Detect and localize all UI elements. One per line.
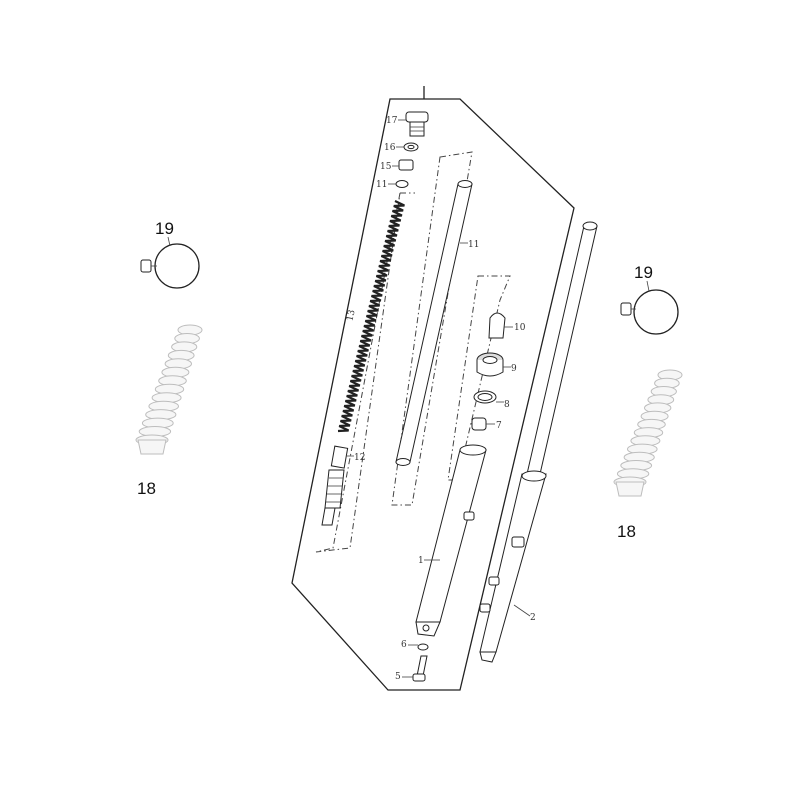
label-1: 1 <box>418 556 424 566</box>
label-19-right: 19 <box>634 263 653 282</box>
washer-16 <box>403 142 419 152</box>
outer-tube-left-1 <box>415 444 487 637</box>
inner-tube-11 <box>395 180 473 466</box>
oil-seal-9 <box>476 352 504 377</box>
drain-bolt-5 <box>412 655 428 682</box>
fork-spring-13 <box>337 200 405 433</box>
washer-6 <box>417 643 429 651</box>
damper-rod-12 <box>321 445 349 526</box>
label-11-ring: 11 <box>376 180 387 190</box>
label-15: 15 <box>380 162 392 172</box>
label-6: 6 <box>401 640 407 650</box>
hose-clamp-right-19 <box>620 289 679 335</box>
spring-group-dashed-box <box>315 192 415 553</box>
label-18-left: 18 <box>137 479 156 498</box>
label-18-right: 18 <box>617 522 636 541</box>
bushing-7 <box>471 417 487 431</box>
top-bolt-17 <box>405 111 429 137</box>
label-7: 7 <box>496 421 502 431</box>
nut-15 <box>398 159 414 171</box>
hose-clamp-left-19 <box>140 243 200 289</box>
label-16: 16 <box>384 143 396 153</box>
label-5: 5 <box>395 672 401 682</box>
label-19-left: 19 <box>155 219 174 238</box>
cap-10 <box>488 312 506 339</box>
label-11-tube: 11 <box>468 240 479 250</box>
label-8: 8 <box>504 400 510 410</box>
label-10: 10 <box>514 323 526 333</box>
dust-boot-right-18 <box>613 369 683 497</box>
label-12: 12 <box>354 453 365 463</box>
assembly-boundary-outline <box>291 86 575 691</box>
fork-leg-right-2 <box>479 221 598 663</box>
inner-tube-dashed-box <box>391 151 473 506</box>
clip-ring-8 <box>473 390 497 404</box>
label-17: 17 <box>386 116 398 126</box>
label-13: 13 <box>345 309 357 323</box>
label-2: 2 <box>530 613 536 623</box>
ring-11 <box>395 180 409 188</box>
dust-boot-left-18 <box>135 324 203 455</box>
label-9: 9 <box>511 364 517 374</box>
